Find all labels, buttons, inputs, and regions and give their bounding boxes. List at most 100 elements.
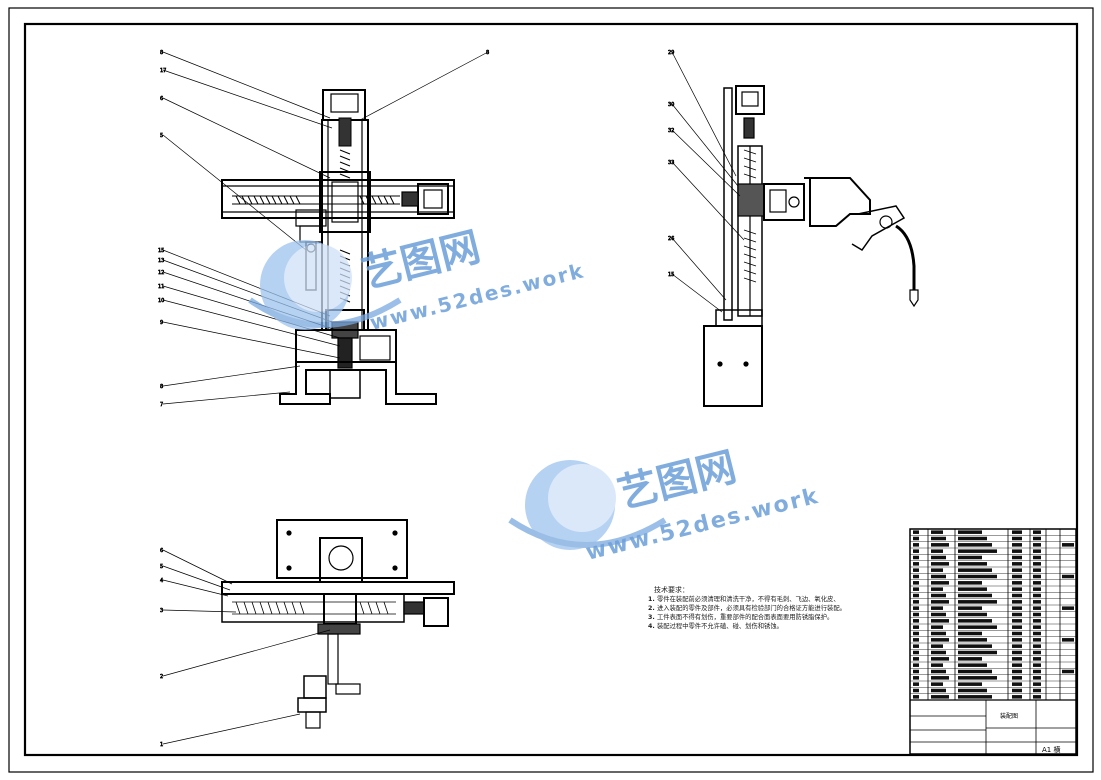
bom-cell-fill (958, 555, 982, 560)
bom-cell-fill (1012, 568, 1022, 572)
bom-rows (910, 530, 1076, 699)
bom-cell-fill (1033, 600, 1041, 604)
bom-cell-fill (913, 644, 919, 648)
svg-text:5: 5 (160, 564, 163, 570)
bom-cell-fill (931, 619, 949, 623)
bom-cell-fill (958, 581, 982, 585)
bom-cell-fill (913, 650, 919, 655)
bom-cell-fill (1033, 549, 1041, 553)
svg-text:11: 11 (158, 284, 164, 290)
bom-cell-fill (913, 657, 919, 661)
bom-cell-fill (931, 568, 943, 572)
bom-cell-fill (913, 593, 919, 598)
bom-cell-fill (1033, 631, 1041, 636)
bom-cell-fill (1012, 669, 1022, 674)
bom-cell-fill (1012, 581, 1022, 585)
bom-cell-fill (931, 606, 943, 610)
bom-cell-fill (931, 536, 946, 541)
bom-cell-fill (958, 625, 997, 629)
bom-cell-fill (913, 581, 919, 585)
bom-cell-fill (1033, 650, 1041, 655)
bom-cell-fill (958, 638, 987, 642)
svg-text:30: 30 (668, 102, 674, 108)
bom-cell-fill (1012, 593, 1022, 598)
bom-cell-fill (913, 619, 919, 623)
bom-cell-fill (1033, 593, 1041, 598)
bom-cell-fill (913, 600, 919, 604)
bom-cell-fill (931, 695, 949, 699)
bom-cell-fill (931, 574, 946, 579)
bom-cell-fill (1012, 650, 1022, 655)
bom-cell-fill (1033, 562, 1041, 566)
sheet-size: A1 横 (1042, 745, 1060, 754)
bom-cell-fill (1012, 606, 1022, 610)
svg-text:13: 13 (158, 258, 164, 264)
bom-cell-fill (913, 663, 919, 667)
bom-cell-fill (1062, 574, 1074, 579)
bom-cell-fill (958, 644, 992, 648)
notes-title: 技术要求： (654, 586, 689, 594)
bom-cell-fill (958, 587, 987, 591)
bom-cell-fill (913, 555, 919, 560)
bom-cell-fill (931, 555, 946, 560)
inner-frame (23, 22, 1079, 757)
bom-cell-fill (958, 669, 992, 674)
bom-cell-fill (958, 688, 987, 693)
bom-cell-fill (1033, 581, 1041, 585)
bom-cell-fill (913, 695, 919, 699)
bom-table (909, 528, 1077, 755)
bom-cell-fill (1012, 562, 1022, 566)
bom-cell-fill (931, 688, 946, 693)
bom-cell-fill (958, 631, 982, 636)
watermark-top (248, 240, 402, 330)
bom-cell-fill (931, 650, 946, 655)
bom-cell-fill (1033, 644, 1041, 648)
watermark-center (508, 460, 667, 550)
bom-cell-fill (913, 587, 919, 591)
note-line: 1.零件在装配前必须清理和清洗干净，不得有毛刺、飞边、氧化皮、 (648, 596, 840, 603)
bom-cell-fill (931, 644, 943, 648)
bom-cell-fill (958, 657, 982, 661)
svg-text:6: 6 (160, 548, 163, 554)
bom-cell-fill (1033, 555, 1041, 560)
bom-cell-fill (1012, 695, 1022, 699)
svg-text:12: 12 (158, 270, 164, 276)
bom-cell-fill (913, 543, 919, 547)
bom-cell-fill (1012, 530, 1022, 534)
bom-cell-fill (913, 536, 919, 541)
bom-cell-fill (1033, 657, 1041, 661)
bom-cell-fill (931, 562, 949, 566)
bom-cell-fill (1033, 638, 1041, 642)
bom-cell-fill (913, 568, 919, 572)
side-view (703, 85, 919, 407)
bom-cell-fill (1033, 625, 1041, 629)
bom-cell-fill (1012, 600, 1022, 604)
svg-text:5: 5 (160, 133, 163, 139)
bom-cell-fill (931, 631, 946, 636)
bom-cell-fill (931, 549, 943, 553)
svg-text:26: 26 (668, 236, 674, 242)
bom-cell-fill (931, 612, 946, 617)
bom-cell-fill (958, 549, 997, 553)
svg-text:3: 3 (160, 608, 163, 614)
bom-cell-fill (913, 606, 919, 610)
svg-text:6: 6 (160, 96, 163, 102)
bom-cell-fill (958, 676, 997, 680)
note-line: 3.工件表面不得有划伤，重要部件的配合面表面要用防锈脂保护。 (648, 614, 834, 621)
bom-cell-fill (1033, 606, 1041, 610)
bom-cell-fill (1062, 543, 1074, 547)
svg-text:8: 8 (160, 50, 163, 56)
bom-cell-fill (913, 682, 919, 686)
bom-cell-fill (958, 536, 987, 541)
bom-cell-fill (913, 625, 919, 629)
svg-text:8: 8 (486, 50, 489, 56)
bom-cell-fill (1012, 543, 1022, 547)
bom-cell-fill (958, 619, 992, 623)
bom-cell-fill (1012, 536, 1022, 541)
bom-cell-fill (913, 612, 919, 617)
bom-cell-fill (913, 574, 919, 579)
bom-cell-fill (931, 638, 949, 642)
technical-requirements: 技术要求： 1.零件在装配前必须清理和清洗干净，不得有毛刺、飞边、氧化皮、 2.… (648, 586, 863, 631)
bom-cell-fill (913, 669, 919, 674)
bom-cell-fill (958, 530, 982, 534)
